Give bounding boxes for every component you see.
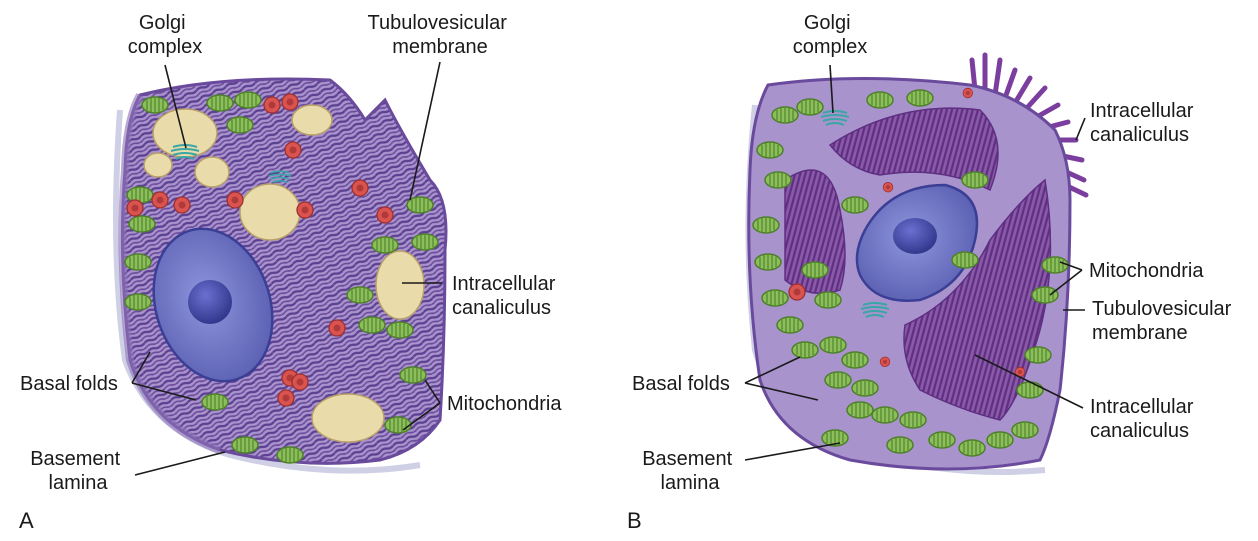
leader-mito-b — [1049, 261, 1083, 296]
leader-basal-b — [744, 356, 819, 401]
label-basal-folds-a: Basal folds — [20, 373, 118, 395]
leader-intracell-top-b — [1075, 117, 1086, 141]
panel-letter-a: A — [19, 508, 34, 533]
label-golgi-a: Golgi complex — [128, 12, 202, 58]
leader-golgi-b — [829, 64, 834, 114]
leader-basement-a — [134, 451, 226, 476]
label-basal-folds-b: Basal folds — [632, 373, 730, 395]
label-mitochondria-a: Mitochondria — [447, 393, 562, 415]
label-intracellular-bottom-b: Intracellular canaliculus — [1090, 396, 1199, 442]
panel-b: Golgi complex Intracellular canaliculus … — [627, 12, 1237, 533]
label-intracellular-a: Intracellular canaliculus — [452, 273, 561, 319]
label-intracellular-top-b: Intracellular canaliculus — [1090, 100, 1199, 146]
nucleolus — [188, 280, 232, 324]
leader-golgi-a — [164, 64, 187, 149]
leader-mito-a — [402, 379, 441, 431]
leader-intracell-bottom-b — [974, 354, 1084, 409]
label-basement-b: Basement lamina — [642, 448, 738, 494]
leader-basal-a — [131, 351, 197, 401]
leader-basement-b — [744, 442, 841, 461]
canaliculus-region — [784, 169, 846, 295]
label-tubulovesicular-a: Tubulovesicular membrane — [368, 12, 513, 58]
panel-letter-b: B — [627, 508, 642, 533]
nucleolus — [893, 218, 937, 254]
label-tubulovesicular-b: Tubulovesicular membrane — [1092, 298, 1237, 344]
label-mitochondria-b: Mitochondria — [1089, 260, 1204, 282]
panel-a: Golgi complex Tubulovesicular membrane I… — [19, 12, 562, 533]
label-golgi-b: Golgi complex — [793, 12, 867, 58]
label-basement-a: Basement lamina — [30, 448, 126, 494]
leader-tubulo-a — [409, 61, 441, 201]
